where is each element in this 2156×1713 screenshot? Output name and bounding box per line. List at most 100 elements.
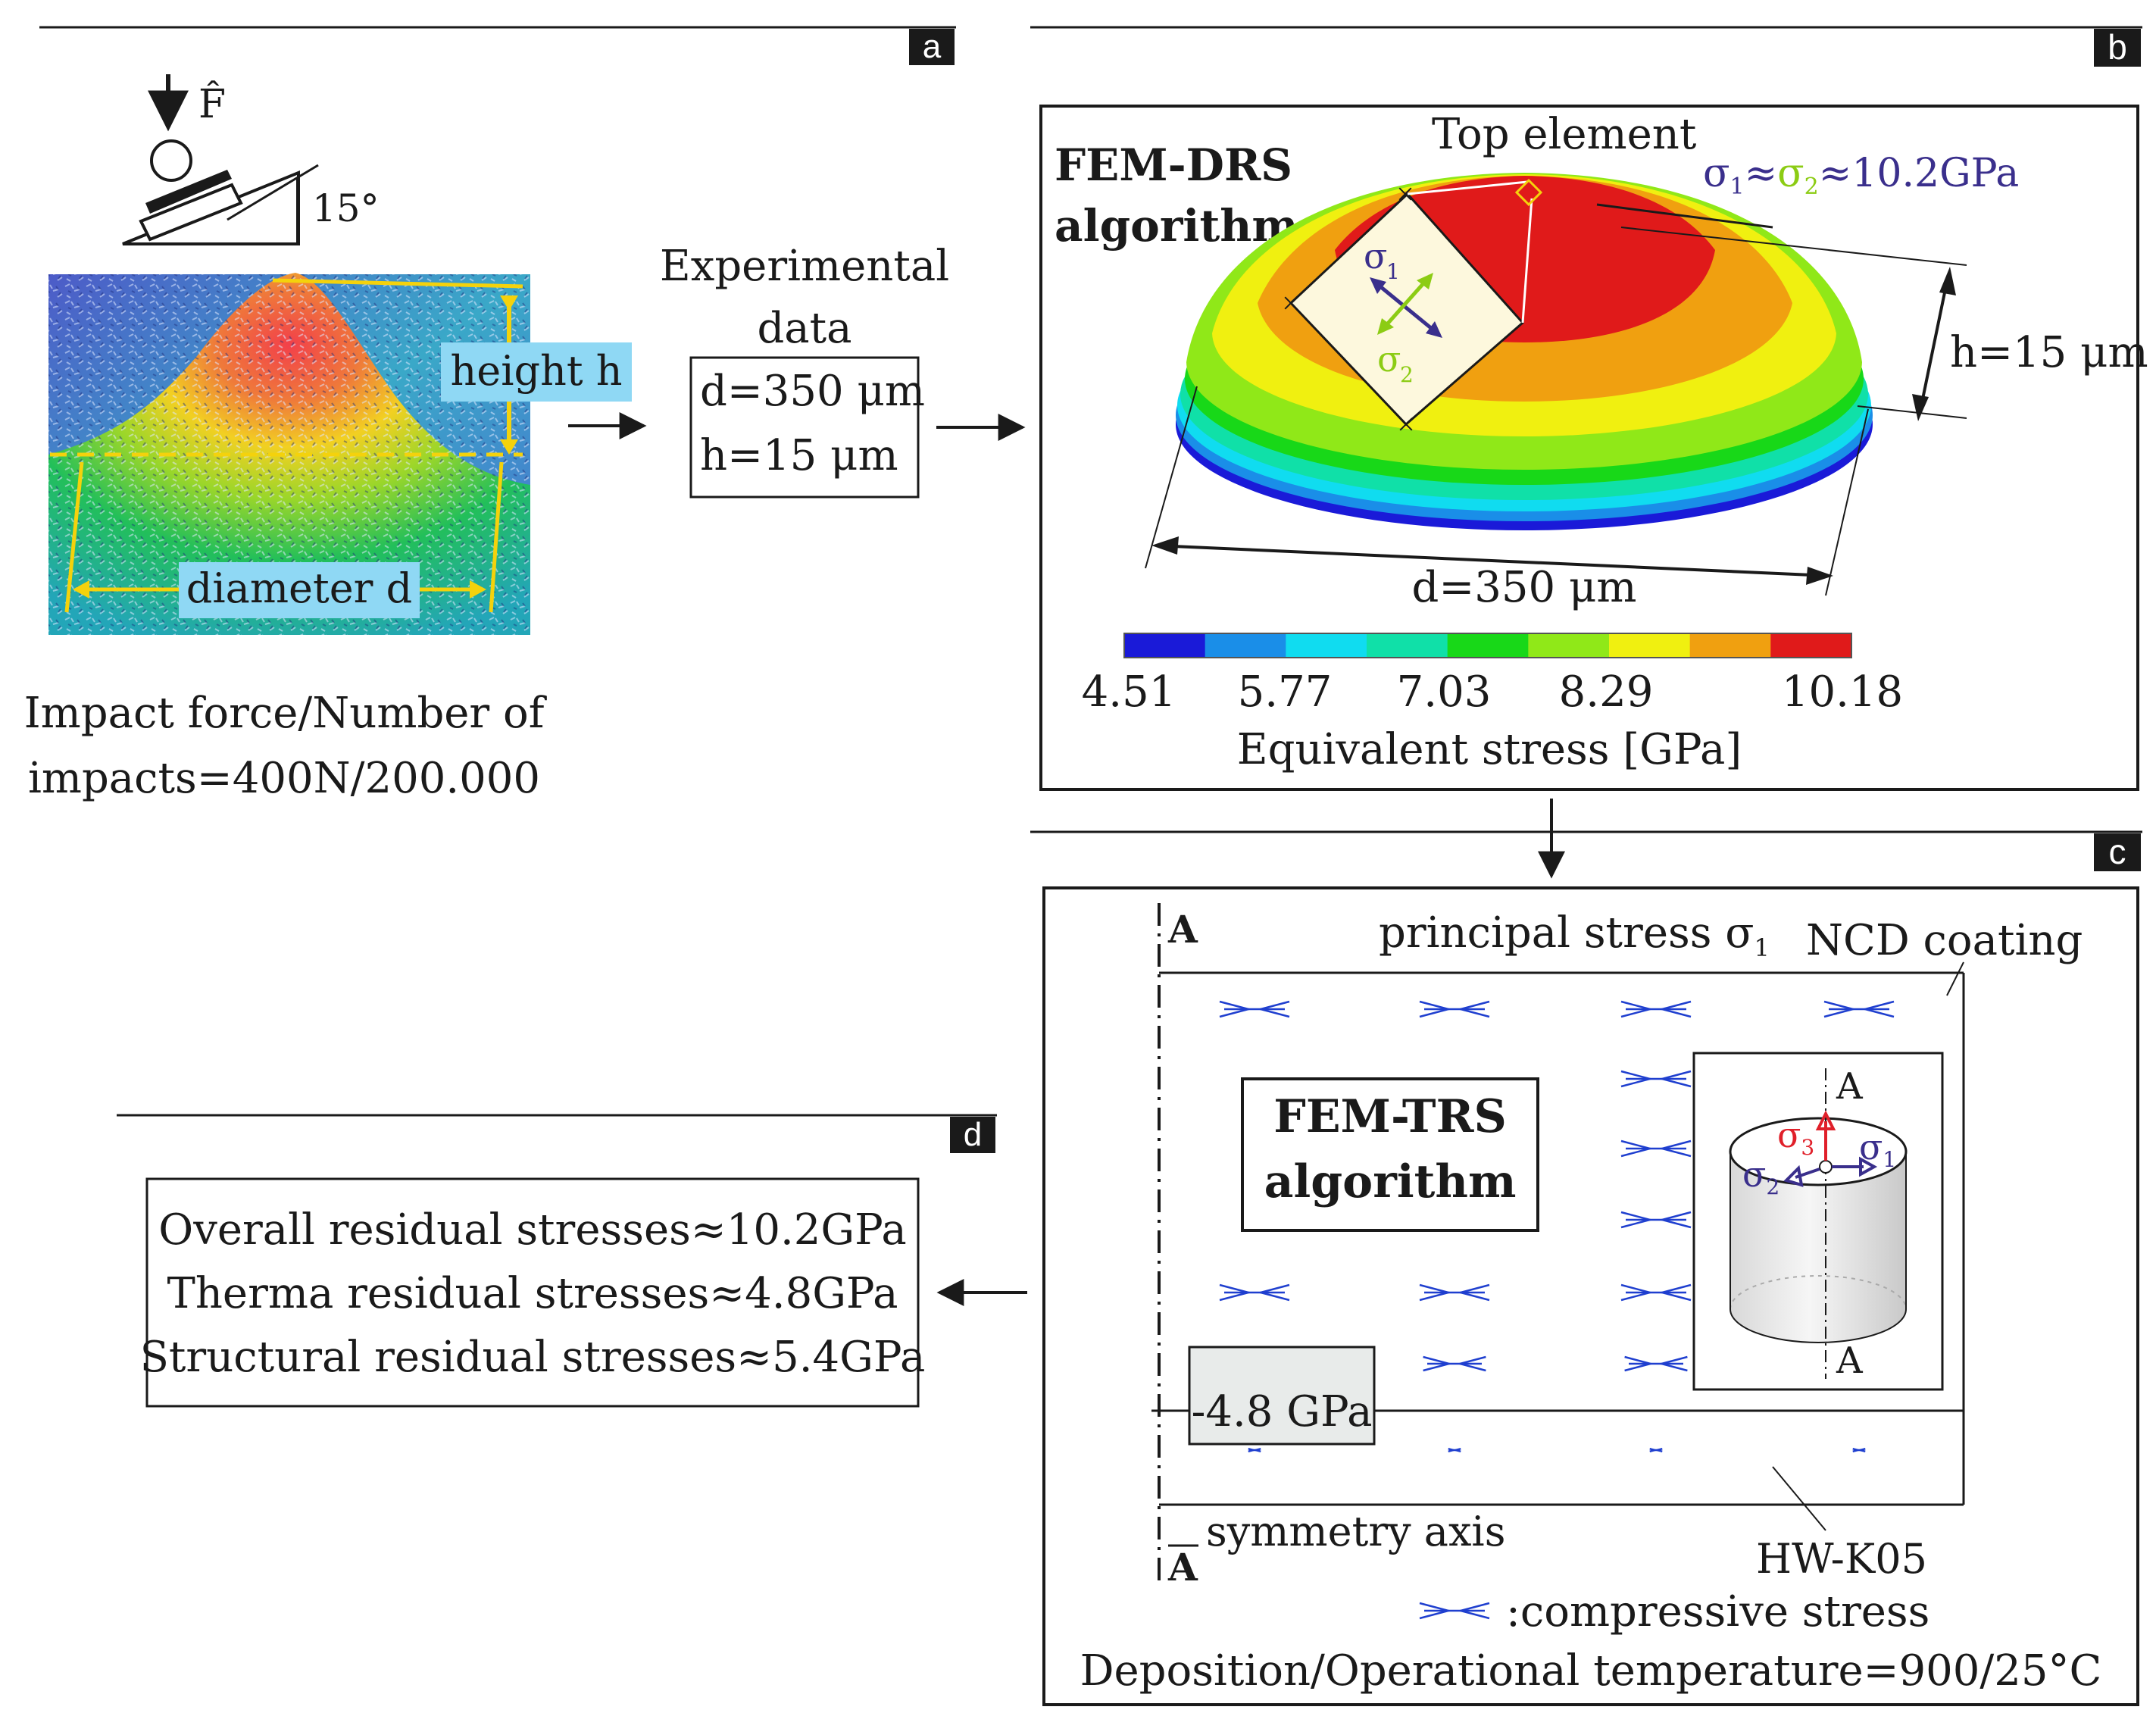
panel-c: c A A principal stress σ1 NCD coating FE… xyxy=(1030,830,2142,1706)
experimental-data: Experimental data d=350 μm h=15 μm xyxy=(660,242,949,499)
fem-trs-title-line2: algorithm xyxy=(1264,1155,1517,1208)
top-element-marker xyxy=(1514,178,1543,207)
d-arrow-left xyxy=(1151,536,1179,555)
fem-trs-title-line1: FEM-TRS xyxy=(1273,1090,1507,1143)
top-element-label: Top element xyxy=(1432,110,1697,159)
stress-glyph xyxy=(1624,1355,1688,1372)
stress-value-box xyxy=(1188,1346,1376,1446)
panel-c-badge xyxy=(2094,833,2141,871)
experimental-d-value: d=350 μm xyxy=(700,367,925,416)
experimental-title-line1: Experimental xyxy=(660,242,949,291)
stress-glyph xyxy=(1620,1139,1692,1158)
h-dimension xyxy=(1918,274,1950,414)
panel-b-letter: b xyxy=(2108,27,2127,67)
compressive-stress-legend: :compressive stress xyxy=(1506,1587,1929,1636)
stress-glyph xyxy=(1620,1070,1692,1088)
d-ref-left xyxy=(1145,386,1198,569)
eq-rest: ≈10.2GPa xyxy=(1819,151,2020,196)
ncd-coating-label: NCD coating xyxy=(1806,916,2083,965)
cylinder-bottom-front xyxy=(1729,1308,1907,1343)
symmetry-axis-label: symmetry axis xyxy=(1206,1508,1505,1555)
d-ref-right xyxy=(1825,408,1869,596)
colorbar-segment xyxy=(1528,633,1610,658)
thermal-residual-stress: Therma residual stresses≈4.8GPa xyxy=(167,1269,898,1318)
sigma-equality: σ1≈σ2≈10.2GPa xyxy=(1703,151,2019,200)
colorbar-segment xyxy=(1205,633,1286,658)
colorbar-frame xyxy=(1123,633,1852,658)
stress-glyph xyxy=(1823,1000,1895,1018)
principal-stress-text: principal stress σ xyxy=(1379,908,1754,958)
sigma1-vector-head xyxy=(1859,1156,1878,1177)
inset-sigma3-sub: 3 xyxy=(1801,1135,1814,1160)
impact-parameters-line2: impacts=400N/200.000 xyxy=(28,754,540,803)
sigma3-head xyxy=(1815,1110,1836,1130)
corner-cross-top xyxy=(1398,187,1412,201)
stress-value: -4.8 GPa xyxy=(1191,1387,1372,1436)
specimen xyxy=(145,170,232,214)
sigma2-subscript: 2 xyxy=(1400,362,1414,387)
inset-sigma1-symbol: σ xyxy=(1859,1127,1883,1168)
d-label: d=350 μm xyxy=(1412,563,1637,612)
colorbar-tick-label: 10.18 xyxy=(1782,667,1903,717)
panel-c-frame xyxy=(1042,886,2139,1706)
inset-sigma2-label: σ2 xyxy=(1742,1154,1779,1199)
fem-drs-title-line2: algorithm xyxy=(1055,200,1298,252)
compressive-stress-legend-glyph xyxy=(1419,1602,1490,1620)
ncd-leader xyxy=(1946,961,1964,996)
colorbar-segment xyxy=(1124,633,1206,658)
colorbar-segment xyxy=(1447,633,1529,658)
inset-A-bottom: A xyxy=(1836,1339,1864,1382)
sigma1-subscript: 1 xyxy=(1386,259,1400,284)
colorbar-tick-label: 8.29 xyxy=(1559,667,1654,717)
stress-glyph xyxy=(1419,1000,1490,1018)
eq-sigma2: σ xyxy=(1777,151,1804,196)
structural-residual-stress: Structural residual stresses≈5.4GPa xyxy=(140,1333,926,1382)
colorbar-segment xyxy=(1609,633,1691,658)
cylinder-side xyxy=(1730,1152,1906,1343)
impact-schematic: F̂ 15° xyxy=(122,74,380,245)
panel-a: a F̂ 15° xyxy=(24,26,956,803)
temperature-label: Deposition/Operational temperature=900/2… xyxy=(1080,1646,2102,1696)
impact-ball xyxy=(150,139,192,182)
stress-glyph xyxy=(1219,1000,1290,1018)
stress-glyph xyxy=(1423,1355,1486,1372)
diameter-label-box xyxy=(179,562,420,618)
stress-glyph xyxy=(1219,1283,1290,1302)
principal-stress-sub: 1 xyxy=(1754,933,1769,962)
inset-A-top: A xyxy=(1836,1065,1864,1108)
fem-trs-box xyxy=(1241,1077,1539,1232)
colorbar-segment xyxy=(1367,633,1448,658)
panel-a-letter: a xyxy=(923,28,942,65)
experimental-h-value: h=15 μm xyxy=(700,431,898,480)
sigma2-vector-head xyxy=(1783,1164,1804,1187)
sigma1-head-a xyxy=(1370,277,1386,294)
h-arrow-top xyxy=(1939,267,1956,295)
colorbar-segment xyxy=(1770,633,1852,658)
stress-glyph xyxy=(1620,1283,1692,1302)
impact-parameters-line1: Impact force/Number of xyxy=(24,689,548,738)
inset-sigma1-label: σ1 xyxy=(1859,1127,1896,1172)
eq-sub2: 2 xyxy=(1804,173,1819,200)
stress-glyph-small xyxy=(1649,1447,1663,1453)
sigma1-arrow xyxy=(1371,279,1441,336)
panel-c-letter: c xyxy=(2109,832,2126,871)
colorbar-tick-label: 7.03 xyxy=(1397,667,1492,717)
experimental-title-line2: data xyxy=(757,304,851,353)
height-arrow-top xyxy=(500,295,518,311)
top-element-inset: σ 1 σ 2 xyxy=(1284,178,1543,431)
panel-a-badge xyxy=(909,29,955,65)
sigma2-head-b xyxy=(1377,318,1394,335)
eq-sigma1: σ xyxy=(1703,151,1730,196)
inset-sigma3-symbol: σ xyxy=(1777,1114,1801,1155)
height-label: height h xyxy=(451,347,623,395)
height-arrow-bottom xyxy=(500,439,518,455)
sigma1-label: σ xyxy=(1364,236,1387,277)
stress-glyph-small xyxy=(1852,1447,1866,1453)
height-label-box xyxy=(441,342,632,402)
panel-b: b FEM-DRS algorithm xyxy=(1030,26,2148,791)
angle-label: 15° xyxy=(312,186,380,230)
summary-box xyxy=(145,1177,920,1408)
eq-approx1: ≈ xyxy=(1745,151,1778,196)
